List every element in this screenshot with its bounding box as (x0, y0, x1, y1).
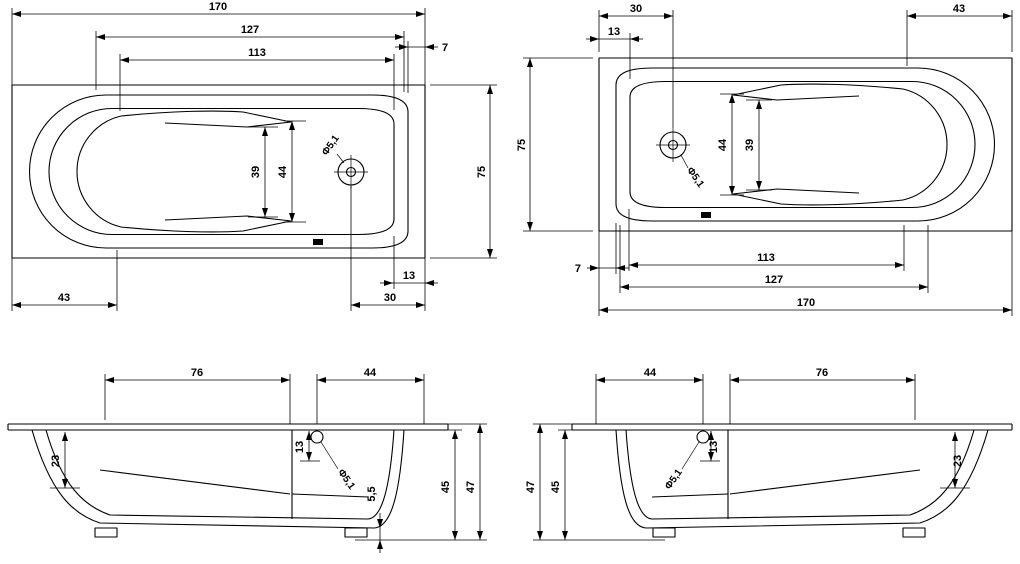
dim-plan-right-13: 13 (586, 26, 643, 79)
dim-label: 113 (248, 47, 266, 59)
dim-label: 13 (608, 26, 620, 38)
dim-plan-right-44: 44 (717, 93, 744, 196)
plan-left-drain (334, 153, 368, 189)
dim-side-right-45: 45 (550, 429, 616, 540)
dim-side-right-13: 13 (700, 431, 720, 462)
dim-plan-left-13: 13 (380, 236, 438, 289)
dim-plan-right-127: 127 (619, 225, 929, 293)
dim-side-left-44: 44 (316, 367, 425, 424)
dim-plan-left-127: 127 (95, 24, 405, 92)
side-left-tub-outline (7, 423, 449, 538)
dim-side-left-13: 13 (294, 431, 320, 462)
dim-side-left-drain: Φ5,1 (335, 467, 357, 492)
dim-label: 44 (644, 367, 657, 379)
dim-label: 30 (384, 292, 396, 304)
dim-label: 5,5 (366, 486, 378, 501)
dim-label: 113 (757, 252, 775, 264)
dim-side-left-5-5: 5,5 (366, 486, 383, 553)
dim-plan-left-113: 113 (119, 47, 395, 111)
dim-label: 39 (744, 139, 756, 151)
dim-side-right-44: 44 (595, 367, 704, 424)
overflow-mark (313, 239, 323, 245)
side-right-tub-outline (571, 423, 1013, 538)
dim-label: 23 (952, 455, 964, 467)
dim-side-right-drain: Φ5,1 (663, 467, 685, 492)
dim-label: 170 (209, 1, 227, 13)
dim-plan-left-75: 75 (430, 84, 497, 259)
dim-label: 76 (191, 367, 203, 379)
dim-side-right-47: 47 (525, 423, 665, 541)
dim-side-left-47: 47 (355, 423, 487, 541)
dim-plan-left-39: 39 (248, 126, 278, 218)
drain-diameter-label: Φ5,1 (663, 467, 685, 492)
side-view-left: 76 44 23 13 Φ5,1 5,5 45 (7, 367, 487, 553)
side-view-right: 44 76 Φ5,1 13 23 45 47 (525, 367, 1013, 541)
dim-plan-left-43: 43 (11, 250, 118, 311)
dim-label: 30 (630, 3, 642, 15)
dim-label: 75 (476, 166, 488, 178)
dim-side-right-76: 76 (729, 367, 916, 424)
dim-label: 44 (364, 367, 377, 379)
drain-diameter-label: Φ5,1 (320, 133, 342, 158)
dim-plan-right-170: 170 (598, 231, 1013, 316)
tub-foot (344, 527, 368, 538)
side-left-drain (310, 430, 339, 470)
dim-label: 23 (50, 455, 62, 467)
dim-plan-right-113: 113 (628, 209, 905, 271)
drain-diameter-label: Φ5,1 (684, 165, 706, 190)
dim-label: 43 (58, 292, 70, 304)
plan-view-right: 30 13 43 75 44 39 Φ5 (516, 3, 1013, 316)
dim-label: 13 (294, 441, 306, 453)
dim-plan-right-75: 75 (516, 57, 593, 232)
overflow-mark (701, 212, 711, 218)
dim-label: 170 (797, 297, 815, 309)
dim-label: 43 (953, 3, 965, 15)
dim-plan-left-drain: Φ5,1 (320, 133, 342, 158)
dim-plan-left-44: 44 (277, 120, 306, 223)
tub-foot (94, 527, 118, 538)
dim-side-left-45: 45 (404, 429, 462, 540)
side-right-drain (681, 430, 710, 470)
plan-left-tub-outline (11, 84, 426, 259)
dim-label: 76 (816, 367, 828, 379)
dim-plan-right-39: 39 (744, 99, 772, 191)
dim-label: 47 (465, 481, 477, 493)
dim-label: 127 (241, 24, 259, 36)
dim-plan-left-30: 30 (350, 186, 426, 311)
dim-label: 127 (765, 274, 783, 286)
dim-label: 44 (277, 165, 289, 178)
dim-label: 13 (708, 441, 720, 453)
dim-plan-left-7: 7 (395, 41, 448, 93)
dim-label: 39 (250, 166, 262, 178)
dim-label: 7 (575, 263, 581, 275)
dim-side-right-23: 23 (940, 432, 970, 489)
dim-label: 7 (442, 42, 448, 54)
dim-side-left-76: 76 (104, 367, 291, 424)
dim-plan-right-drain: Φ5,1 (684, 165, 706, 190)
dim-plan-right-7: 7 (575, 223, 629, 275)
plan-view-left: 170 127 113 7 75 39 (11, 1, 497, 311)
dim-plan-left-170: 170 (11, 1, 426, 85)
dim-label: 47 (525, 481, 537, 493)
tub-foot (652, 527, 676, 538)
drain-diameter-label: Φ5,1 (335, 467, 357, 492)
plan-right-tub-outline (598, 57, 1013, 232)
dim-label: 45 (440, 481, 452, 493)
dim-label: 13 (403, 270, 415, 282)
dim-label: 45 (550, 481, 562, 493)
dim-side-left-23: 23 (50, 432, 80, 489)
plan-right-drain (656, 128, 690, 169)
tub-foot (902, 527, 926, 538)
dim-plan-right-43: 43 (906, 3, 1013, 66)
dim-plan-right-30: 30 (598, 3, 674, 128)
dim-label: 44 (717, 138, 729, 151)
dim-label: 75 (516, 139, 528, 151)
